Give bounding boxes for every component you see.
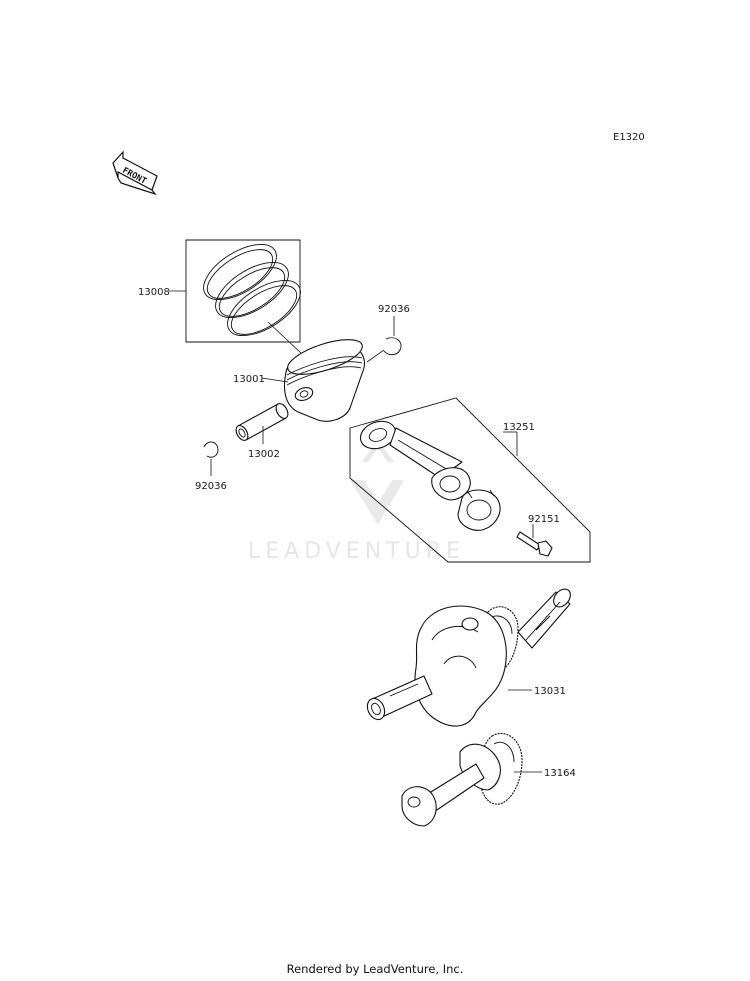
piston-ring-set: [185, 239, 301, 343]
callout-13002: 13002: [248, 449, 280, 460]
watermark-text: LEADVENTURE: [248, 539, 465, 564]
footer-credit: Rendered by LeadVenture, Inc.: [286, 962, 464, 976]
callout-92036-left: 92036: [195, 481, 227, 492]
crankshaft: [366, 588, 571, 727]
piston: [283, 339, 366, 422]
diagram-id: E1320: [613, 132, 645, 143]
circlip-top: [383, 337, 402, 356]
callout-13251: 13251: [503, 422, 535, 433]
callout-13001: 13001: [233, 374, 265, 385]
callout-92036-top: 92036: [378, 304, 410, 315]
piston-pin: [235, 403, 289, 441]
callout-13031: 13031: [534, 686, 566, 697]
front-arrow-icon: FRONT: [112, 150, 158, 196]
connecting-rod-assembly: [349, 397, 591, 563]
callout-13164: 13164: [544, 768, 576, 779]
circlip-left: [203, 441, 219, 458]
balancer-shaft: [401, 733, 523, 827]
callout-13008: 13008: [138, 287, 170, 298]
callout-92151: 92151: [528, 514, 560, 525]
watermark: LEADVENTURE: [248, 440, 465, 564]
